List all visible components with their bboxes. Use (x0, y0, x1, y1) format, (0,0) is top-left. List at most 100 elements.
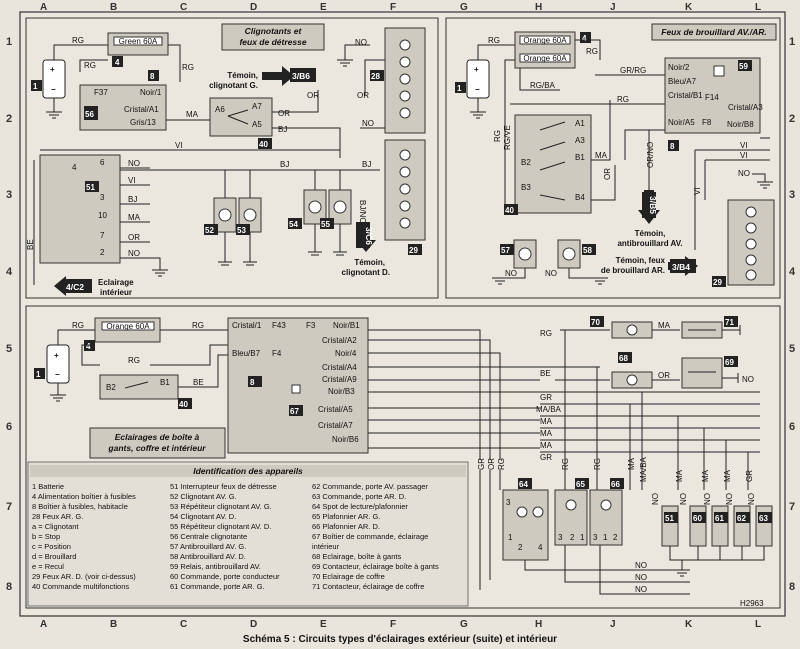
legend-item: 8 Boîtier à fusibles, habitacle (32, 502, 128, 511)
pin-label: Cristal/A2 (322, 336, 357, 345)
component-id: 4 (86, 342, 91, 351)
pin-label: B3 (521, 183, 531, 192)
legend-item: 58 Antibrouillard AV. D. (170, 552, 246, 561)
grid-letter: H (535, 2, 542, 13)
wire-label: BE (193, 378, 204, 387)
wire-label: VI (740, 141, 748, 150)
pin-label: 10 (98, 211, 107, 220)
grid-letter: G (460, 2, 468, 13)
lamp-icon (745, 238, 757, 250)
component-id: 57 (501, 246, 510, 255)
grid-letter: F (390, 2, 396, 13)
component-badge (85, 181, 99, 192)
wire (695, 137, 770, 161)
battery-plus: + (54, 351, 59, 360)
wire-label: RG (128, 356, 140, 365)
pin-label: Bleu/B7 (232, 349, 261, 358)
component-badge (712, 276, 726, 287)
wire-label: NO (505, 269, 517, 278)
component-badge (582, 244, 596, 255)
pin-label: Noir/1 (140, 88, 162, 97)
pin-label: Gris/13 (130, 118, 156, 127)
wire-label: MA (540, 417, 553, 426)
lamp-icon (532, 506, 544, 518)
ref-badge (290, 68, 316, 82)
wire-label: OR/NO (646, 142, 655, 168)
grid-letter: K (685, 2, 693, 13)
ref-label: 3/B6 (292, 71, 310, 81)
switch-contact (227, 109, 249, 125)
wire (694, 150, 706, 250)
ref-badge (356, 222, 370, 248)
wire-label: OR (357, 91, 369, 100)
component-id: 8 (670, 142, 675, 151)
component-id: 1 (36, 370, 41, 379)
component-badge (504, 204, 518, 215)
ground-icon (722, 373, 739, 383)
wire (669, 546, 765, 561)
wire (57, 329, 95, 345)
wire (344, 44, 370, 60)
lamp-icon (600, 499, 612, 511)
lamp-icon (399, 166, 411, 178)
wire-label: MA (723, 469, 732, 482)
component-badge (148, 70, 159, 81)
legend-item: 71 Contacteur, éclairage de coffre (312, 582, 424, 591)
temoin-label: Témoin, (227, 71, 258, 80)
lamp-icon (333, 200, 347, 214)
grid-letter: D (250, 2, 257, 13)
legend-item: b = Stop (32, 532, 60, 541)
grid-letter: L (755, 619, 761, 630)
wire-label: RG (540, 329, 552, 338)
lamp-icon (745, 206, 757, 218)
battery-plus: + (474, 65, 479, 74)
component-id: 64 (519, 480, 528, 489)
legend-item: 53 Répétiteur clignotant AV. G. (170, 502, 272, 511)
grid-numbers-left: 1 2 3 4 5 6 7 8 (6, 36, 13, 593)
wire (500, 268, 600, 279)
reading-lamp-64 (502, 489, 549, 561)
pin-label: Noir/B6 (332, 435, 359, 444)
component-id: 54 (289, 220, 298, 229)
legend-item: 60 Commande, porte conducteur (170, 572, 280, 581)
lamp-group (399, 149, 411, 229)
component-id: 65 (576, 480, 585, 489)
wire-label: MA (595, 151, 608, 160)
legend-col-3: 62 Commande, porte AV. passager 63 Comma… (312, 482, 439, 591)
legend-item: d = Brouillard (32, 552, 76, 561)
lamp-icon (399, 200, 411, 212)
component-badge (580, 32, 591, 43)
temoin-label: clignotant G. (209, 81, 258, 90)
grid-letters-bottom: A B C D E F G H J K L (40, 619, 761, 630)
pin-label: A7 (252, 102, 262, 111)
legend-item: 64 Spot de lecture/plafonnier (312, 502, 408, 511)
lamp-icon (308, 200, 322, 214)
grid-number: 7 (789, 501, 795, 513)
pin-label: Cristal/A3 (728, 103, 763, 112)
component-id: 51 (665, 514, 674, 523)
ground-icon (152, 269, 168, 277)
pin-label: Noir/4 (335, 349, 357, 358)
legend-col-2: 51 Interrupteur feux de détresse 52 Clig… (170, 482, 280, 591)
component-badge (204, 224, 218, 235)
legend-item: a = Clignotant (32, 522, 79, 531)
legend-item: 59 Relais, antibrouillard AV. (170, 562, 261, 571)
wire-label: NO (362, 119, 374, 128)
component-id: 40 (259, 140, 268, 149)
wire (519, 68, 560, 91)
component-id: 61 (715, 514, 724, 523)
pin-label: 1 (508, 533, 513, 542)
ceiling-lamp-66 (589, 489, 623, 546)
drawing-stamp: H2963 (740, 599, 764, 608)
relay-coil-icon (713, 65, 725, 77)
ground-icon (218, 251, 347, 266)
component-id: 1 (457, 84, 462, 93)
pin-label: Noir/B8 (727, 120, 754, 129)
temoin-label: Témoin, (635, 229, 666, 238)
grid-number: 2 (789, 113, 795, 125)
lamp-icon (399, 90, 411, 102)
wire-label: VI (175, 141, 183, 150)
pin-label: 6 (100, 158, 105, 167)
pin-label: A1 (575, 119, 585, 128)
